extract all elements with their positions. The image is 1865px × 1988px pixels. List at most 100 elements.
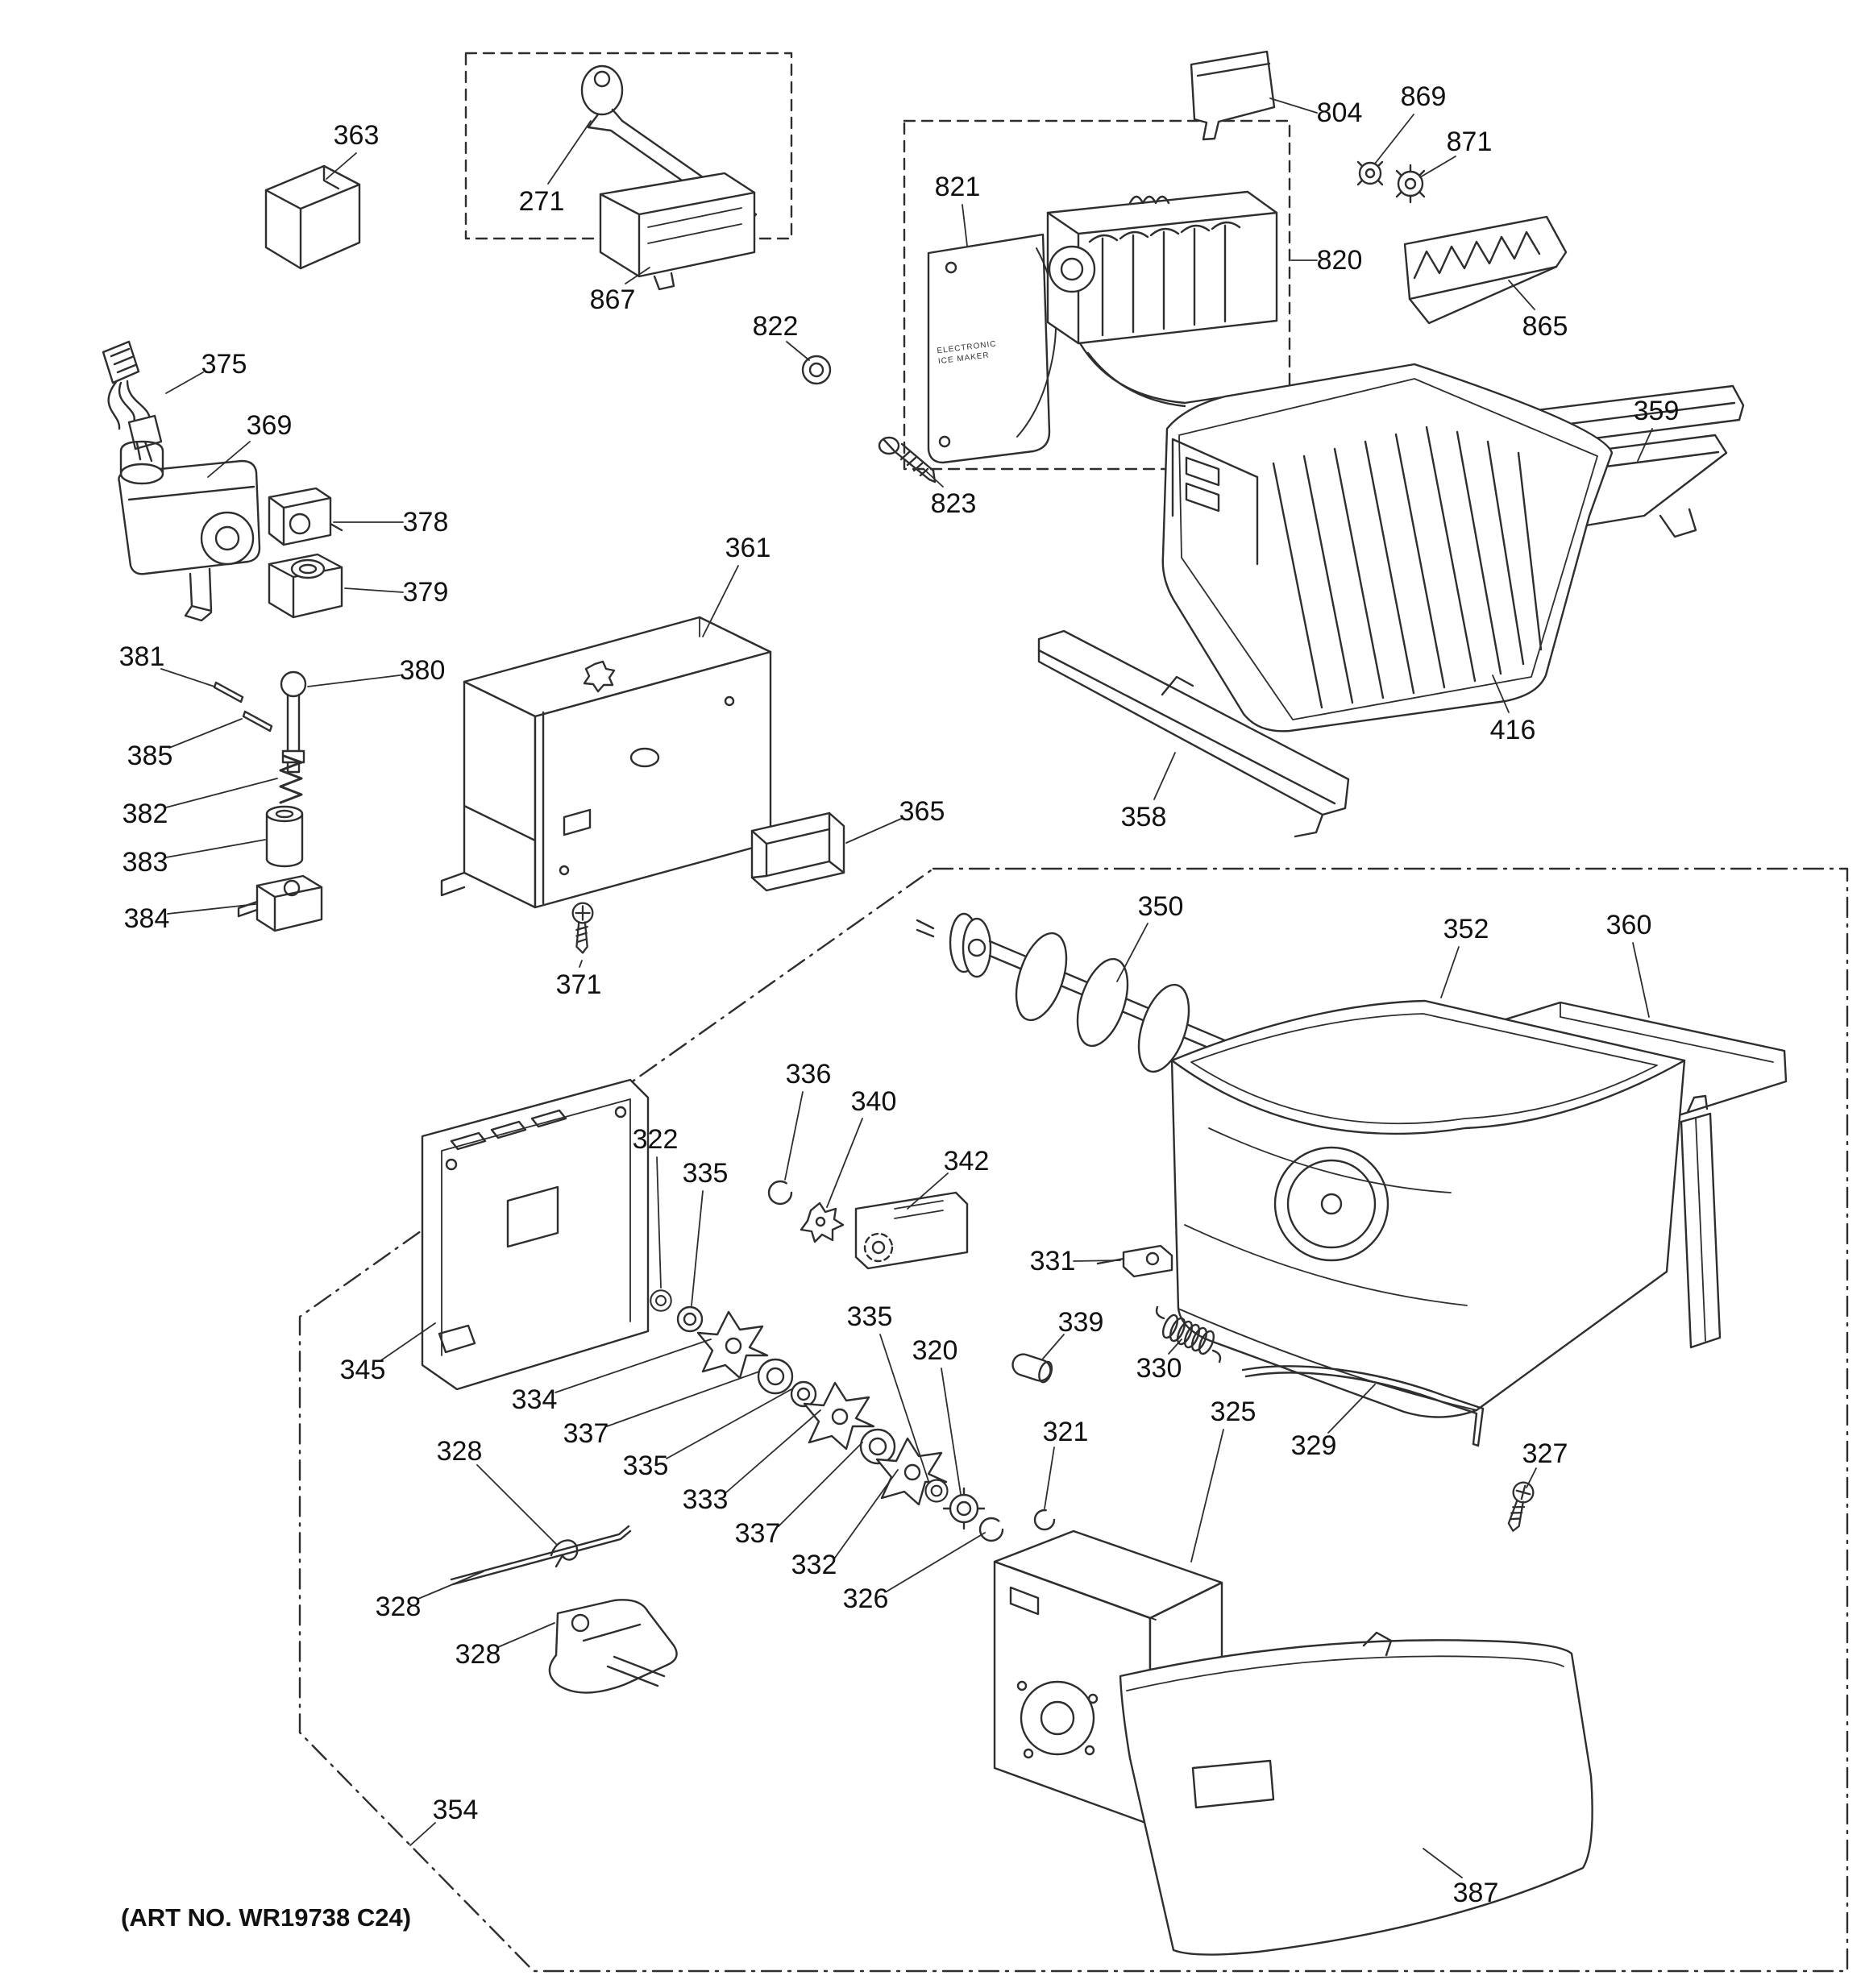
part-271-fill-tube [464, 52, 793, 240]
boundary-dashdot [298, 867, 1849, 1973]
part-label-358: 358 [1120, 802, 1167, 832]
part-822-grommet [801, 355, 832, 385]
leader-line-325 [1190, 1429, 1224, 1563]
leader-line-335 [666, 1388, 792, 1459]
part-329-rod [1241, 1365, 1485, 1447]
leader-line-375 [165, 371, 204, 394]
part-384-bracket [237, 874, 323, 932]
part-label-327: 327 [1522, 1438, 1568, 1469]
part-869-nut [1356, 160, 1384, 186]
part-328-rod [450, 1525, 632, 1586]
leader-line-867 [625, 267, 650, 284]
part-375-harness [102, 340, 163, 463]
part-381-pin [213, 681, 244, 703]
part-label-381: 381 [118, 641, 165, 672]
part-369-pump [118, 440, 261, 622]
part-823-screw [878, 436, 937, 484]
leader-line-365 [845, 818, 902, 844]
leader-line-354 [409, 1822, 436, 1846]
part-365-clip [750, 811, 845, 892]
leader-line-385 [168, 718, 243, 749]
part-331-bracket [1096, 1244, 1173, 1278]
part-label-865: 865 [1522, 311, 1568, 342]
part-label-328: 328 [455, 1639, 501, 1670]
part-label-328: 328 [375, 1592, 422, 1622]
leader-line-821 [962, 204, 968, 247]
part-321-clip [1033, 1509, 1056, 1531]
part-label-332: 332 [791, 1550, 837, 1580]
part-label-375: 375 [201, 349, 247, 380]
leader-line-363 [326, 152, 357, 180]
part-label-385: 385 [127, 741, 173, 771]
leader-line-382 [165, 778, 278, 808]
leader-line-865 [1508, 280, 1535, 310]
part-label-326: 326 [842, 1583, 889, 1614]
part-385-pin [242, 710, 273, 733]
leader-line-337 [606, 1371, 760, 1427]
part-label-339: 339 [1057, 1307, 1104, 1338]
part-label-345: 345 [339, 1355, 386, 1385]
leader-line-360 [1632, 942, 1650, 1018]
part-label-380: 380 [399, 655, 446, 686]
leader-line-416 [1492, 674, 1510, 713]
part-label-359: 359 [1633, 396, 1680, 426]
part-label-335: 335 [622, 1451, 669, 1481]
leader-line-804 [1269, 98, 1318, 114]
part-345-plate [421, 1078, 650, 1391]
leader-line-379 [344, 587, 404, 593]
part-label-823: 823 [930, 488, 977, 519]
part-label-337: 337 [734, 1518, 781, 1549]
part-label-804: 804 [1316, 98, 1363, 128]
leader-line-869 [1374, 114, 1414, 164]
part-339-roller [1011, 1353, 1053, 1384]
part-label-360: 360 [1605, 910, 1652, 940]
part-label-352: 352 [1443, 914, 1489, 944]
part-label-325: 325 [1210, 1397, 1256, 1427]
part-label-378: 378 [402, 507, 449, 537]
part-label-322: 322 [632, 1124, 679, 1155]
part-865-grille [1403, 215, 1568, 325]
leader-line-330 [1168, 1338, 1182, 1355]
leader-line-822 [786, 341, 810, 361]
part-label-382: 382 [122, 799, 168, 829]
part-340-pawl [800, 1202, 845, 1243]
leader-line-342 [907, 1172, 949, 1210]
part-352-bucket [1170, 999, 1686, 1418]
part-379-valve-body [268, 553, 343, 619]
part-label-379: 379 [402, 577, 449, 608]
part-label-331: 331 [1029, 1246, 1076, 1276]
part-label-335: 335 [682, 1158, 729, 1189]
part-378-solenoid [268, 487, 343, 546]
part-416-shelf [1161, 363, 1614, 733]
leader-line-380 [307, 674, 401, 687]
leader-line-334 [555, 1338, 712, 1393]
part-label-354: 354 [432, 1795, 479, 1825]
leader-line-271 [547, 120, 592, 185]
leader-line-345 [380, 1322, 436, 1361]
part-label-333: 333 [682, 1484, 729, 1515]
leader-line-340 [826, 1118, 863, 1208]
part-label-330: 330 [1136, 1353, 1182, 1384]
part-label-822: 822 [752, 311, 799, 342]
part-label-350: 350 [1137, 891, 1184, 922]
part-820-icemaker-assembly [903, 119, 1291, 471]
leader-line-336 [784, 1091, 804, 1181]
part-382-spring [279, 754, 303, 804]
leader-lines [160, 98, 1653, 1878]
part-label-416: 416 [1489, 715, 1536, 745]
part-label-820: 820 [1316, 245, 1363, 276]
part-label-371: 371 [555, 969, 602, 1000]
part-label-328: 328 [436, 1436, 483, 1467]
part-label-383: 383 [122, 847, 168, 878]
leader-line-329 [1327, 1384, 1376, 1434]
leader-line-369 [207, 441, 251, 478]
leader-line-358 [1153, 752, 1176, 800]
leader-line-384 [167, 903, 256, 915]
leader-line-326 [886, 1532, 986, 1592]
leader-line-328 [497, 1622, 555, 1648]
part-label-361: 361 [725, 533, 771, 563]
leader-line-871 [1419, 156, 1456, 178]
